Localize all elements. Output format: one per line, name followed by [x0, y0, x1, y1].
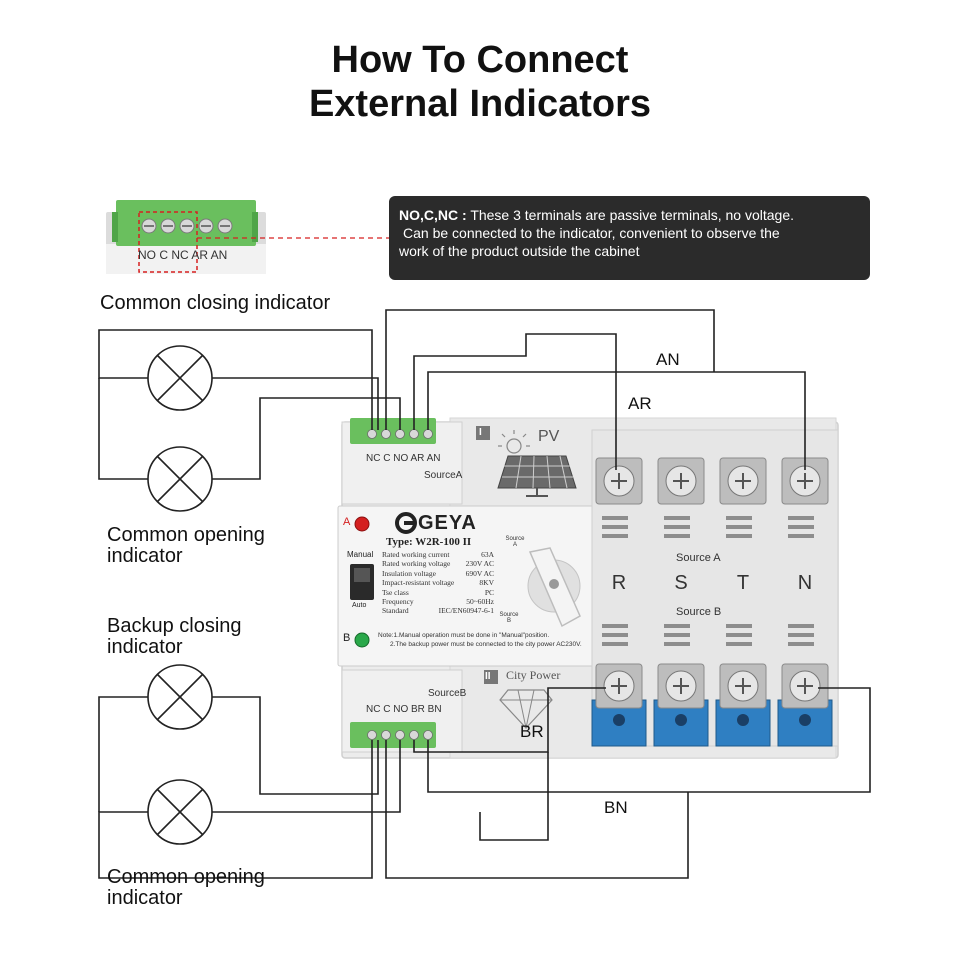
- spec-key: Insulation voltage: [382, 568, 436, 578]
- label-backup-closing-2: indicator: [107, 636, 183, 658]
- spec-key: Standard: [382, 606, 409, 616]
- pole-letter-r: R: [611, 572, 627, 594]
- top-pole-terminals: [595, 457, 829, 505]
- spec-row: Standard IEC/EN60947-6-1: [382, 606, 494, 615]
- switch-manual-label: Manual: [347, 550, 374, 559]
- brand-logo: [395, 512, 417, 534]
- spec-row: Tse class PC: [382, 588, 494, 597]
- spec-value: 8KV: [479, 578, 494, 588]
- lamp-symbols: [147, 345, 213, 845]
- pole-source-b-label: Source B: [676, 606, 722, 618]
- label-backup-closing-1: Backup closing: [107, 615, 242, 637]
- pole-letter-n: N: [797, 572, 813, 594]
- wire-label-bn: BN: [604, 798, 628, 817]
- spec-row: Insulation voltage 690V AC: [382, 569, 494, 578]
- spec-value: 50~60Hz: [466, 597, 494, 607]
- knob-source-a-label: Source A: [505, 536, 525, 548]
- bottom-pole-terminals: [591, 663, 833, 747]
- city-power-label: City Power: [506, 668, 561, 682]
- title-line-1: How To Connect: [331, 39, 629, 81]
- vent-grilles: [602, 516, 814, 646]
- device-note-1: Note:1.Manual operation must be done in …: [378, 632, 550, 639]
- spec-value: PC: [484, 587, 494, 597]
- device-note-2: 2.The backup power must be connected to …: [390, 641, 582, 648]
- pole-letter-s: S: [674, 572, 688, 594]
- pole-letter-t: T: [736, 572, 750, 594]
- spec-key: Impact-resistant voltage: [382, 578, 455, 588]
- spec-key: Tse class: [382, 587, 409, 597]
- indicator-a-led: [354, 516, 370, 532]
- wires: [98, 309, 871, 879]
- ats-device: [337, 417, 839, 759]
- spec-row: Rated working voltage 230V AC: [382, 559, 494, 568]
- aux-terminal-screws: [367, 429, 433, 740]
- label-common-opening-top-2: indicator: [107, 545, 183, 567]
- bottom-terminal-label: NC C NO BR BN: [366, 704, 442, 715]
- switch-auto-label: Auto: [352, 602, 367, 609]
- brand-name: GEYA: [418, 512, 477, 534]
- device-type: Type: W2R-100 II: [386, 536, 472, 548]
- label-common-closing: Common closing indicator: [100, 292, 331, 314]
- spec-key: Rated working voltage: [382, 559, 451, 569]
- label-common-opening-bottom-2: indicator: [107, 887, 183, 909]
- diamond-icon: [499, 689, 553, 729]
- indicator-b-label: B: [343, 632, 351, 644]
- closeup-terminal-label: NO C NC AR AN: [138, 248, 228, 262]
- pv-label: PV: [538, 428, 560, 445]
- indicator-a-label: A: [343, 516, 351, 528]
- city-numeral: II: [485, 671, 491, 682]
- wire-label-an: AN: [656, 350, 680, 369]
- info-box-line-1: These 3 terminals are passive terminals,…: [470, 207, 795, 223]
- spec-key: Frequency: [382, 597, 414, 607]
- spec-row: Rated working current 63A: [382, 550, 494, 559]
- label-common-opening-bottom-1: Common opening: [107, 866, 265, 888]
- source-b-label: SourceB: [428, 688, 467, 699]
- spec-key: Rated working current: [382, 550, 450, 559]
- info-box-line-3: work of the product outside the cabinet: [399, 243, 640, 259]
- info-box: NO,C,NC : These 3 terminals are passive …: [389, 196, 870, 280]
- source-a-label: SourceA: [424, 470, 463, 481]
- title-line-2: External Indicators: [308, 83, 652, 125]
- wire-label-br: BR: [520, 722, 544, 741]
- indicator-b-led: [354, 632, 370, 648]
- rotary-knob: [527, 547, 581, 628]
- knob-source-b-label: Source B: [499, 612, 519, 624]
- spec-value: 690V AC: [465, 568, 494, 578]
- spec-value: IEC/EN60947-6-1: [438, 606, 494, 616]
- spec-value: 230V AC: [465, 559, 494, 569]
- terminal-closeup: [106, 200, 389, 274]
- pole-source-a-label: Source A: [676, 552, 721, 564]
- top-terminal-label: NC C NO AR AN: [366, 453, 441, 464]
- solar-panel-icon: [497, 430, 577, 497]
- info-box-label: NO,C,NC :: [399, 207, 467, 223]
- spec-row: Impact-resistant voltage 8KV: [382, 578, 494, 587]
- info-box-line-2: Can be connected to the indicator, conve…: [403, 225, 780, 241]
- spec-value: 63A: [481, 550, 494, 559]
- label-common-opening-top-1: Common opening: [107, 524, 265, 546]
- spec-row: Frequency 50~60Hz: [382, 597, 494, 606]
- pv-numeral: I: [479, 427, 482, 438]
- wire-label-ar: AR: [628, 394, 652, 413]
